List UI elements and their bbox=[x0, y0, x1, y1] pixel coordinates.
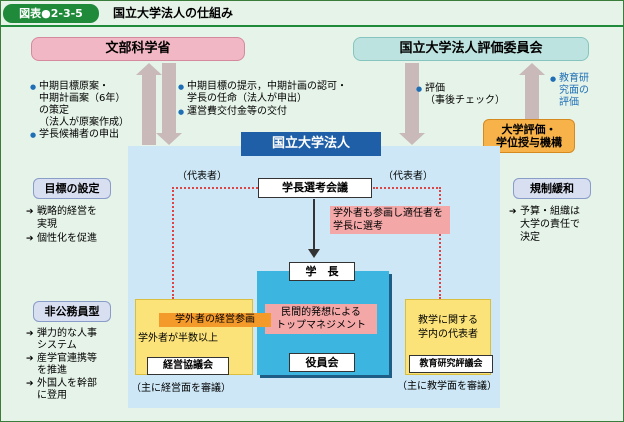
deregulation-item-1: 予算・組織は bbox=[509, 206, 580, 218]
nonpublic-item-3b: に登用 bbox=[37, 390, 67, 401]
mext-label: 文部科学省 bbox=[105, 41, 171, 56]
nonpublic-label: 非公務員型 bbox=[44, 305, 100, 318]
deregulation-item-1b: 大学の責任で bbox=[520, 219, 580, 230]
note-goal-present-2: 学長の任命（法人が申出） bbox=[187, 93, 307, 104]
goals-item-2: 個性化を促進 bbox=[26, 233, 97, 245]
arrow-up-to-mext bbox=[136, 63, 162, 145]
external-selection-note: 学外者も参画し適任者を 学長に選考 bbox=[330, 206, 450, 234]
note-goal-present: 中期目標の提示，中期計画の認可・ bbox=[178, 81, 347, 93]
external-selection-note-2: 学長に選考 bbox=[333, 221, 383, 232]
figure-title: 国立大学法人の仕組み bbox=[113, 6, 234, 20]
committee-box: 国立大学法人評価委員会 bbox=[353, 37, 589, 61]
president-box: 学 長 bbox=[289, 262, 355, 281]
figure-badge-text: 図表●2-3-5 bbox=[19, 7, 83, 20]
note-candidate: 学長候補者の申出 bbox=[30, 129, 119, 141]
figure-badge: 図表●2-3-5 bbox=[3, 4, 99, 23]
goals-item-1b: 実現 bbox=[37, 219, 57, 230]
dotted-right-horizontal bbox=[373, 187, 441, 189]
note-plan-3: の策定 bbox=[39, 105, 69, 116]
edu-council-note-2: 学内の代表者 bbox=[418, 329, 478, 340]
note-plan-4: （法人が原案作成） bbox=[39, 117, 129, 128]
note-evaluation: 評価 bbox=[416, 83, 445, 95]
deregulation-tag: 規制緩和 bbox=[513, 178, 591, 199]
president-council-label: 学長選考会議 bbox=[282, 181, 348, 194]
goals-tag: 目標の設定 bbox=[33, 178, 111, 199]
deregulation-label: 規制緩和 bbox=[530, 182, 574, 195]
dotted-right-vertical bbox=[439, 187, 441, 299]
header-rule bbox=[1, 25, 623, 27]
niad-label-2: 学位授与機構 bbox=[496, 136, 562, 149]
goals-label: 目標の設定 bbox=[44, 182, 100, 195]
mext-box: 文部科学省 bbox=[31, 37, 245, 61]
nonpublic-item-1: 弾力的な人事 bbox=[26, 328, 97, 340]
nonpublic-item-3: 外国人を幹部 bbox=[26, 378, 97, 390]
corporation-title: 国立大学法人 bbox=[271, 136, 350, 151]
arrow-council-to-president bbox=[313, 199, 315, 251]
note-edu-eval-3: 評価 bbox=[559, 97, 579, 108]
external-participation-text: 学外者の経営参画 bbox=[175, 314, 255, 325]
management-majority-note: 学外者が半数以上 bbox=[138, 333, 218, 344]
nonpublic-item-2: 産学官連携等 bbox=[26, 353, 97, 365]
board-label: 役員会 bbox=[305, 356, 339, 369]
rep-left-label: （代表者） bbox=[177, 171, 227, 182]
external-selection-note-1: 学外者も参画し適任者を bbox=[333, 208, 443, 219]
note-evaluation-2: （事後チェック） bbox=[425, 95, 505, 106]
management-council-label: 経営協議会 bbox=[163, 360, 213, 371]
arrow-council-to-president-head bbox=[308, 249, 320, 258]
board-box: 役員会 bbox=[289, 353, 355, 372]
niad-label-1: 大学評価・ bbox=[501, 123, 557, 136]
committee-label: 国立大学法人評価委員会 bbox=[399, 41, 543, 56]
note-plan-2: 中期計画案（6年） bbox=[39, 93, 126, 104]
top-management-note: 民間的発想による トップマネジメント bbox=[265, 304, 377, 334]
edu-council-label: 教育研究評議会 bbox=[419, 359, 483, 369]
edu-council-sub: （主に教学面を審議） bbox=[397, 381, 497, 392]
dotted-left-vertical bbox=[172, 187, 174, 299]
edu-council-box: 教育研究評議会 bbox=[409, 355, 493, 373]
arrow-down-from-mext bbox=[156, 63, 182, 145]
goals-item-1: 戦略的経営を bbox=[26, 206, 97, 218]
arrow-down-from-committee bbox=[399, 63, 425, 145]
note-edu-eval: 教育研 bbox=[550, 73, 589, 85]
note-plan: 中期目標原案・ bbox=[30, 81, 109, 93]
dotted-left-horizontal bbox=[172, 187, 258, 189]
edu-council-note: 教学に関する 学内の代表者 bbox=[405, 314, 491, 342]
top-management-note-2: トップマネジメント bbox=[276, 320, 366, 331]
management-council-sub: （主に経営面を審議） bbox=[131, 383, 231, 394]
edu-council-note-1: 教学に関する bbox=[418, 315, 478, 326]
president-council-box: 学長選考会議 bbox=[258, 178, 372, 198]
external-participation-banner: 学外者の経営参画 bbox=[159, 313, 271, 327]
nonpublic-item-1b: システム bbox=[37, 340, 77, 351]
nonpublic-tag: 非公務員型 bbox=[33, 301, 111, 322]
deregulation-item-1c: 決定 bbox=[520, 232, 540, 243]
corporation-title-box: 国立大学法人 bbox=[241, 132, 381, 156]
note-grant: 運営費交付金等の交付 bbox=[178, 106, 287, 118]
president-label: 学 長 bbox=[305, 265, 339, 278]
management-council-box: 経営協議会 bbox=[147, 357, 229, 375]
rep-right-label: （代表者） bbox=[383, 171, 433, 182]
nonpublic-item-2b: を推進 bbox=[37, 365, 67, 376]
arrow-up-to-committee bbox=[519, 63, 545, 121]
top-management-note-1: 民間的発想による bbox=[281, 307, 361, 318]
note-edu-eval-2: 究面の bbox=[559, 85, 589, 96]
